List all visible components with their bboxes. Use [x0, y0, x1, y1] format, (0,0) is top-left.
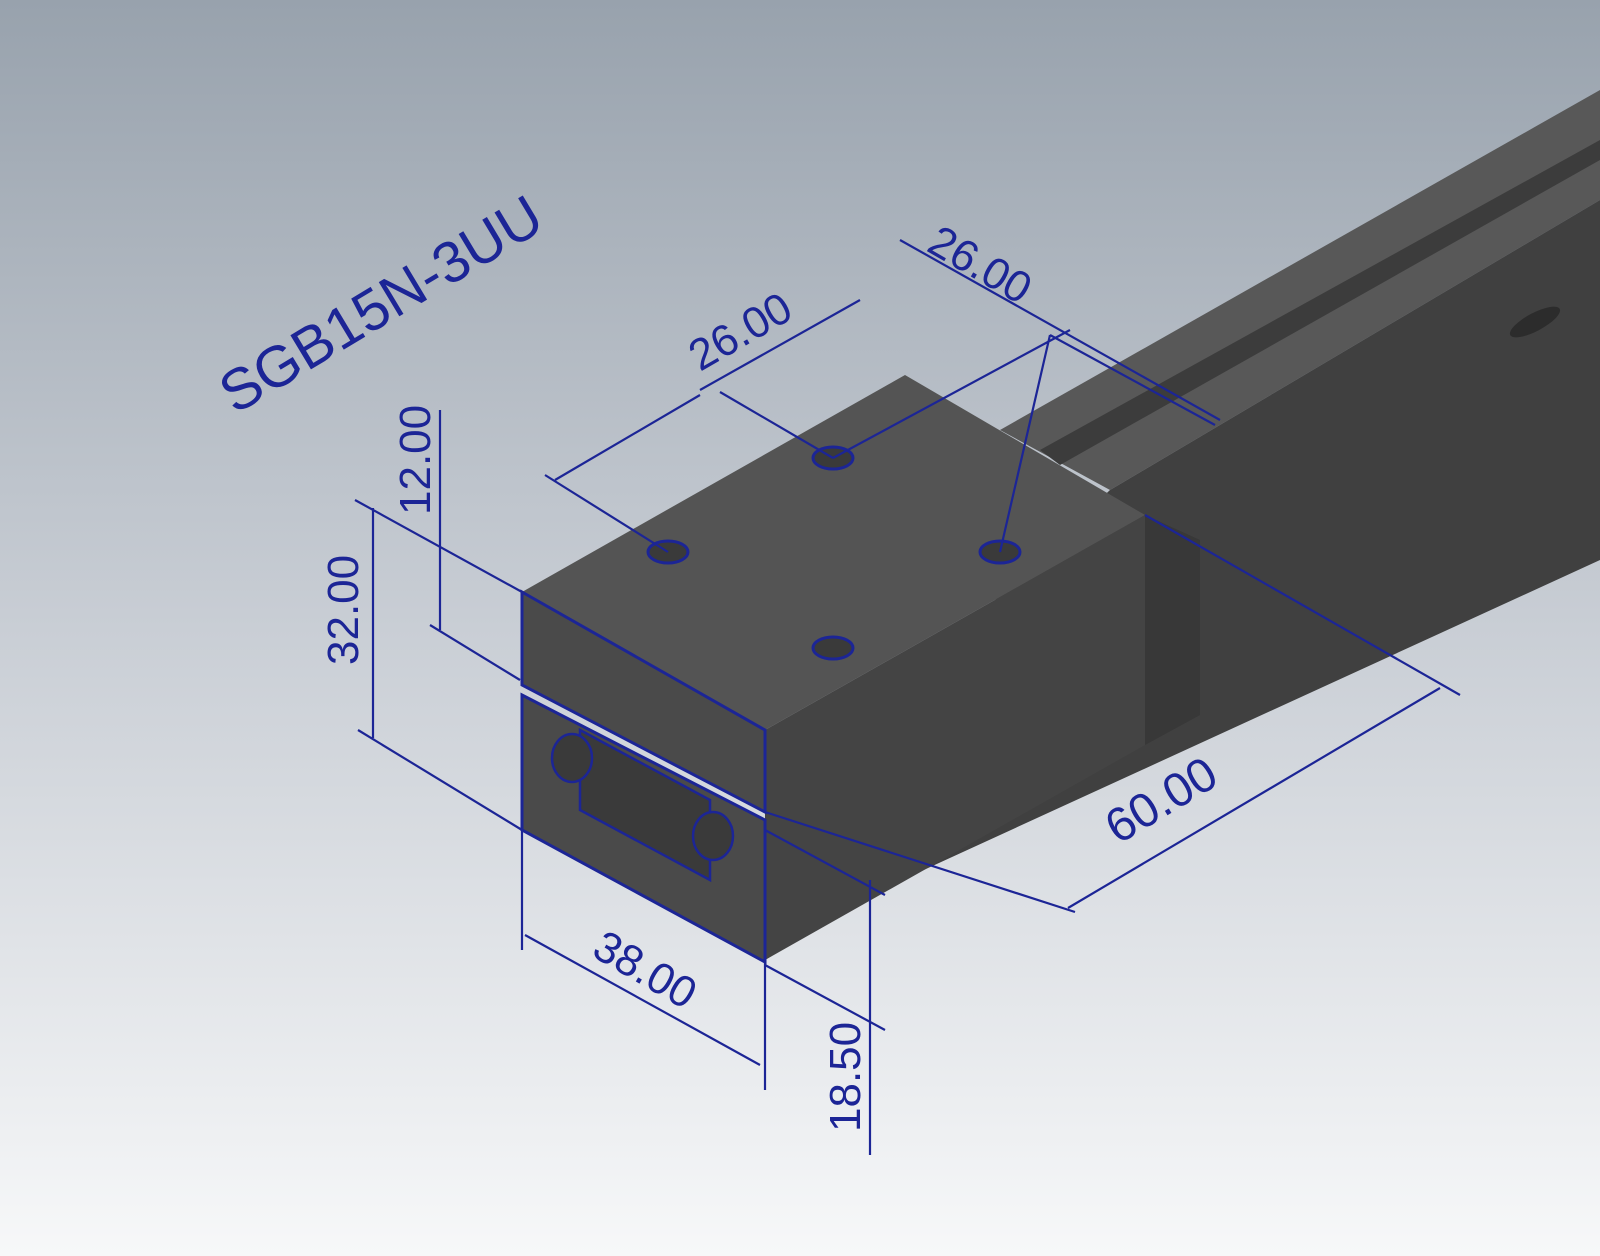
rail-profile-slot	[578, 727, 712, 883]
dim-line-12	[429, 410, 521, 681]
dim-label-rail-height: 18.50	[821, 1022, 870, 1132]
dim-line-32	[354, 499, 523, 831]
ball-groove-right	[691, 810, 735, 862]
rail-mount-hole	[1509, 306, 1561, 338]
dim-line-26-along	[832, 239, 1221, 553]
rail-groove	[1040, 140, 1600, 465]
dim-line-26-across	[544, 299, 861, 553]
dimension-lines	[354, 239, 1461, 1155]
dim-line-18-50	[764, 829, 886, 1155]
dim-line-38	[520, 830, 767, 1090]
dim-label-top-thickness: 12.00	[391, 405, 440, 515]
block-side-recess	[1145, 515, 1200, 745]
dim-line-60	[764, 514, 1461, 914]
block-side-face	[765, 515, 1145, 960]
mount-hole	[811, 635, 855, 661]
ball-groove-left	[550, 732, 594, 784]
dim-label-block-height: 32.00	[319, 555, 368, 665]
block-top-face	[522, 375, 1145, 730]
